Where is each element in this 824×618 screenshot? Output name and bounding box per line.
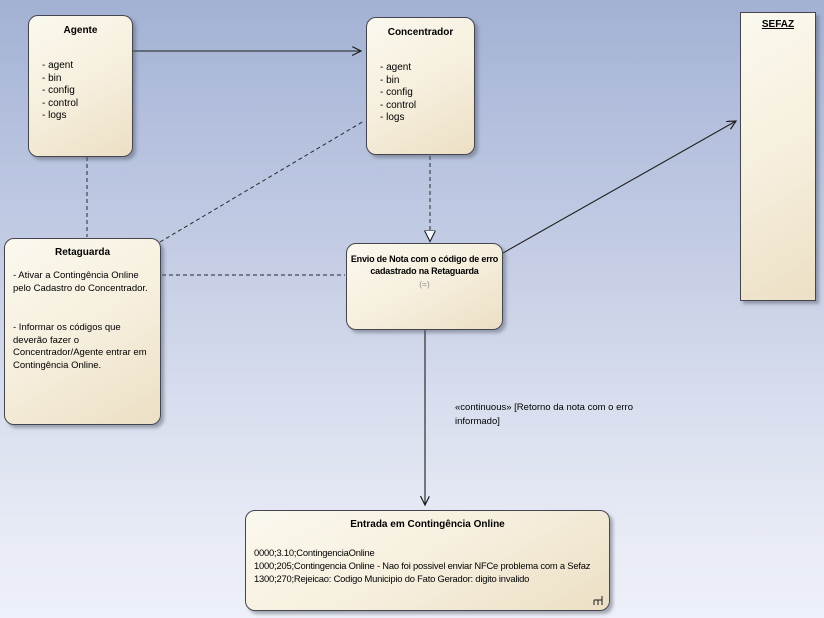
retaguarda-note-2: - Informar os códigos que deverão fazer … bbox=[13, 322, 147, 371]
entrada-code-line: 1000;205;Contingencia Online - Nao foi p… bbox=[254, 560, 591, 571]
node-item: - bin bbox=[380, 74, 400, 86]
node-item: - logs bbox=[380, 112, 405, 123]
concentrador-items: - agent - bin - config - control - logs bbox=[367, 38, 474, 125]
retaguarda-note-1: - Ativar a Contingência Online pelo Cada… bbox=[13, 270, 148, 294]
retaguarda-node[interactable]: Retaguarda - Ativar a Contingência Onlin… bbox=[4, 238, 161, 425]
concentrador-title: Concentrador bbox=[387, 27, 454, 38]
connector-envio-sefaz[interactable] bbox=[502, 121, 736, 254]
envio-title: Envio de Nota com o código de erro cadas… bbox=[350, 254, 499, 276]
sefaz-title: SEFAZ bbox=[761, 19, 795, 30]
node-item: - logs bbox=[42, 110, 67, 121]
retaguarda-notes: - Ativar a Contingência Online pelo Cada… bbox=[5, 258, 160, 372]
node-item: - bin bbox=[42, 72, 62, 84]
envio-node[interactable]: Envio de Nota com o código de erro cadas… bbox=[346, 243, 503, 330]
envio-behavior-hint: (=) bbox=[419, 279, 430, 289]
node-item: - config bbox=[42, 85, 75, 96]
entrada-node[interactable]: Entrada em Contingência Online 0000;3.10… bbox=[245, 510, 610, 611]
node-item: - control bbox=[380, 99, 417, 111]
agente-title: Agente bbox=[63, 25, 98, 36]
continuous-flow-label: «continuous» [Retorno da nota com o erro… bbox=[455, 402, 633, 427]
node-item: - config bbox=[380, 87, 413, 98]
agente-items: - agent - bin - config - control - logs bbox=[29, 36, 132, 123]
entrada-code-lines: 0000;3.10;ContingenciaOnline 1000;205;Co… bbox=[246, 530, 609, 585]
entrada-code-line: 1300;270;Rejeicao: Codigo Municipio do F… bbox=[254, 573, 530, 584]
connector-retaguarda-concentrador[interactable] bbox=[159, 120, 365, 243]
entrada-title: Entrada em Contingência Online bbox=[350, 519, 505, 530]
node-item: - agent bbox=[380, 62, 412, 73]
node-item: - control bbox=[42, 97, 79, 109]
retaguarda-title: Retaguarda bbox=[54, 247, 110, 258]
agente-node[interactable]: Agente - agent - bin - config - control … bbox=[28, 15, 133, 157]
entrada-code-line: 0000;3.10;ContingenciaOnline bbox=[254, 547, 375, 558]
composite-rake-icon[interactable] bbox=[592, 594, 605, 607]
node-item: - agent bbox=[42, 60, 74, 71]
sefaz-node[interactable]: SEFAZ bbox=[740, 12, 816, 301]
concentrador-node[interactable]: Concentrador - agent - bin - config - co… bbox=[366, 17, 475, 155]
